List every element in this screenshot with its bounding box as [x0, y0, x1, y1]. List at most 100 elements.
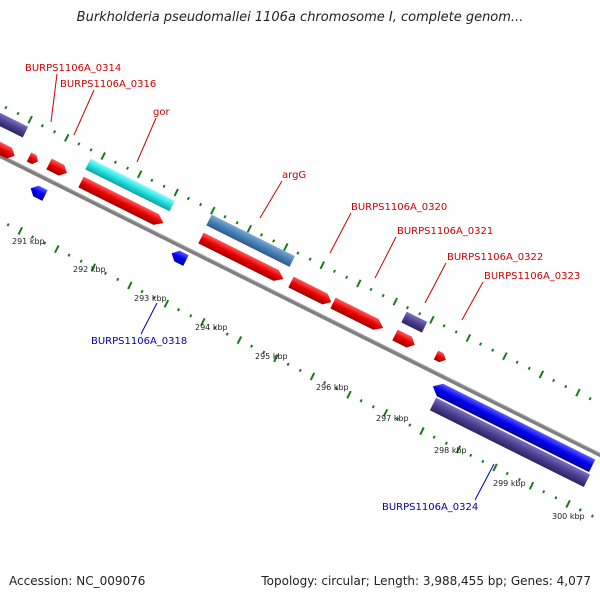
gene-block-gor[interactable]	[85, 158, 175, 212]
tick-mark	[392, 297, 398, 306]
gene-arrow[interactable]	[78, 176, 166, 229]
tick-mark	[381, 293, 385, 298]
gene-arrow[interactable]	[26, 152, 40, 166]
tick-mark	[150, 178, 154, 183]
tick-mark	[429, 315, 435, 324]
position-labels: 291 kbp 292 kbp 293 kbp 294 kbp 295 kbp …	[12, 237, 585, 521]
gene-label[interactable]: BURPS1106A_0316	[60, 79, 156, 90]
tick-mark	[298, 368, 302, 373]
tick-mark	[213, 326, 217, 330]
tick-mark	[479, 342, 483, 346]
tick-label: 298 kbp	[434, 446, 467, 455]
gene-arrow-reverse[interactable]	[430, 380, 596, 473]
gene-arrow-reverse[interactable]	[169, 248, 189, 266]
gene-block-purple[interactable]	[0, 111, 29, 138]
tick-mark	[67, 253, 71, 257]
tick-mark	[225, 332, 229, 336]
tick-mark	[103, 271, 108, 276]
tick-mark	[54, 245, 60, 254]
tick-mark	[30, 235, 35, 239]
gene-label[interactable]: gor	[153, 107, 170, 118]
tick-mark	[419, 427, 425, 436]
tick-mark	[137, 170, 143, 179]
tick-mark	[235, 221, 239, 225]
tick-mark	[286, 362, 290, 367]
tick-mark	[283, 242, 289, 252]
gene-block-argG[interactable]	[206, 214, 295, 267]
gene-label[interactable]: BURPS1106A_0322	[447, 252, 543, 263]
tick-mark	[273, 354, 279, 363]
tick-mark	[319, 261, 325, 270]
tick-mark	[554, 496, 558, 500]
tick-mark	[236, 336, 243, 345]
gene-arrow[interactable]	[0, 140, 17, 162]
backbone	[0, 153, 600, 457]
tick-mark	[481, 459, 485, 464]
tick-mark	[565, 499, 571, 508]
accession-text: Accession: NC_009076	[9, 574, 146, 588]
tick-mark	[528, 481, 535, 490]
tick-mark	[43, 241, 47, 245]
gene-arrow[interactable]	[392, 329, 417, 351]
gene-arrow[interactable]	[288, 276, 334, 308]
gene-arrow-reverse[interactable]	[28, 183, 48, 201]
outer-track-genes	[0, 111, 428, 333]
gene-arrow[interactable]	[198, 232, 286, 285]
gene-block-purple[interactable]	[401, 311, 428, 333]
tick-label: 295 kbp	[255, 352, 288, 361]
tick-mark	[100, 152, 106, 161]
tick-mark	[296, 251, 300, 255]
gene-block-purple-reverse[interactable]	[429, 397, 591, 488]
tick-mark	[223, 214, 227, 219]
tick-mark	[527, 366, 531, 371]
tick-mark	[442, 324, 446, 328]
tick-label: 293 kbp	[134, 294, 167, 303]
tick-label: 299 kbp	[493, 479, 526, 488]
tick-label: 294 kbp	[195, 323, 228, 332]
tick-mark	[162, 184, 166, 189]
tick-mark	[17, 226, 23, 235]
tick-mark	[369, 287, 373, 292]
inner-tick-ring	[6, 223, 594, 518]
tick-mark	[210, 206, 216, 215]
tick-mark	[465, 333, 472, 343]
tick-mark	[564, 384, 568, 389]
tick-mark	[6, 223, 10, 227]
tick-mark	[542, 490, 546, 494]
gene-arrow[interactable]	[46, 158, 69, 179]
tick-mark	[432, 435, 436, 439]
gene-label[interactable]: BURPS1106A_0324	[382, 502, 478, 513]
gene-label[interactable]: BURPS1106A_0320	[351, 202, 447, 213]
tick-mark	[455, 445, 462, 454]
tick-mark	[444, 441, 448, 445]
gene-label[interactable]: argG	[282, 170, 306, 181]
gene-label[interactable]: BURPS1106A_0318	[91, 336, 187, 347]
tick-mark	[90, 263, 96, 272]
tick-mark	[454, 330, 458, 334]
tick-mark	[517, 477, 521, 482]
tick-mark	[27, 115, 33, 124]
tick-mark	[469, 453, 473, 458]
tick-mark	[405, 305, 410, 310]
gene-arrow[interactable]	[433, 350, 448, 365]
gene-labels-top: BURPS1106A_0314 BURPS1106A_0316 gor argG…	[25, 63, 580, 282]
gene-arrow[interactable]	[330, 297, 385, 334]
tick-mark	[588, 396, 592, 401]
tick-mark	[335, 386, 339, 391]
gene-label[interactable]: BURPS1106A_0323	[484, 271, 580, 282]
tick-mark	[246, 224, 252, 233]
tick-mark	[250, 344, 254, 348]
tick-mark	[116, 277, 120, 282]
tick-mark	[590, 514, 594, 518]
gene-label[interactable]: BURPS1106A_0321	[397, 226, 493, 237]
tick-mark	[163, 299, 170, 308]
tick-mark	[199, 202, 203, 207]
tick-mark	[538, 370, 545, 379]
tick-mark	[140, 289, 144, 294]
reverse-strand-genes	[28, 183, 596, 488]
tick-mark	[259, 233, 263, 237]
tick-label: 297 kbp	[376, 414, 409, 423]
tick-mark	[89, 148, 93, 152]
gene-label[interactable]: BURPS1106A_0314	[25, 63, 121, 74]
